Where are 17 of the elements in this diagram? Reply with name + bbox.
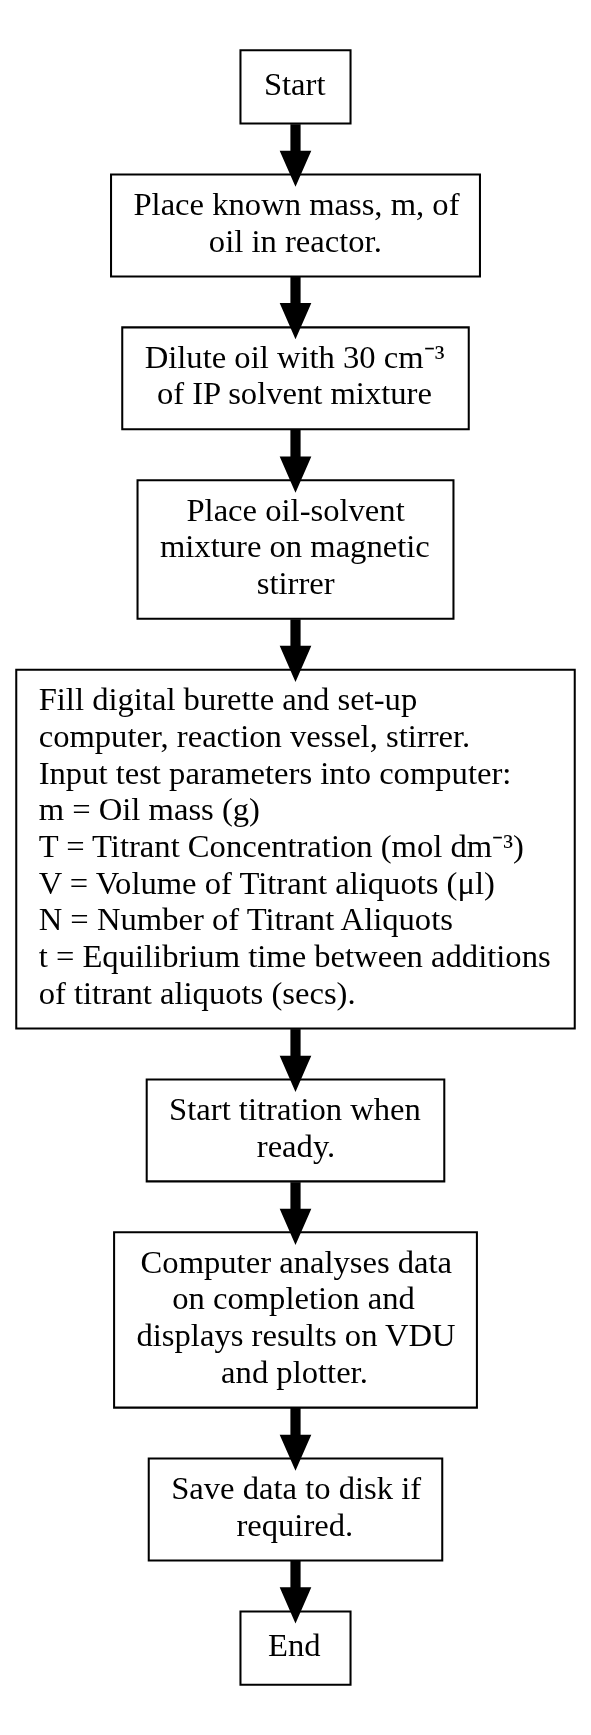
arrow <box>279 1407 312 1471</box>
arrow <box>279 1029 312 1092</box>
node-box: Place known mass, m, of oil in reactor. <box>110 173 481 278</box>
arrow <box>279 124 312 187</box>
node-box: Start <box>239 49 352 125</box>
node-box: Computer analyses data on completion and displays results on VDU and plotter. <box>113 1231 478 1409</box>
node-box: End <box>239 1610 352 1686</box>
node-box: Dilute oil with 30 cm⁻³ of IP solvent mixture <box>121 326 470 431</box>
node-box: Fill digital burette and set-up computer, reaction vessel, stirrer. Input test parameters into computer: m = Oil mass (g) T = Titrant Concentration (mol dm⁻³) V = Volume of Titrant aliquots (μl) N = Number of Titrant Aliquots t = Equilibrium time between additions of titrant aliquots (secs). <box>15 668 576 1030</box>
node-box: Save data to disk if required. <box>147 1457 444 1562</box>
arrow <box>279 619 312 682</box>
arrow <box>279 277 312 340</box>
node-box: Place oil-solvent mixture on magnetic stirrer <box>136 479 455 620</box>
arrow <box>279 429 312 493</box>
arrow <box>279 1560 312 1624</box>
arrow <box>279 1182 312 1245</box>
node-box: Start titration when ready. <box>145 1078 446 1183</box>
